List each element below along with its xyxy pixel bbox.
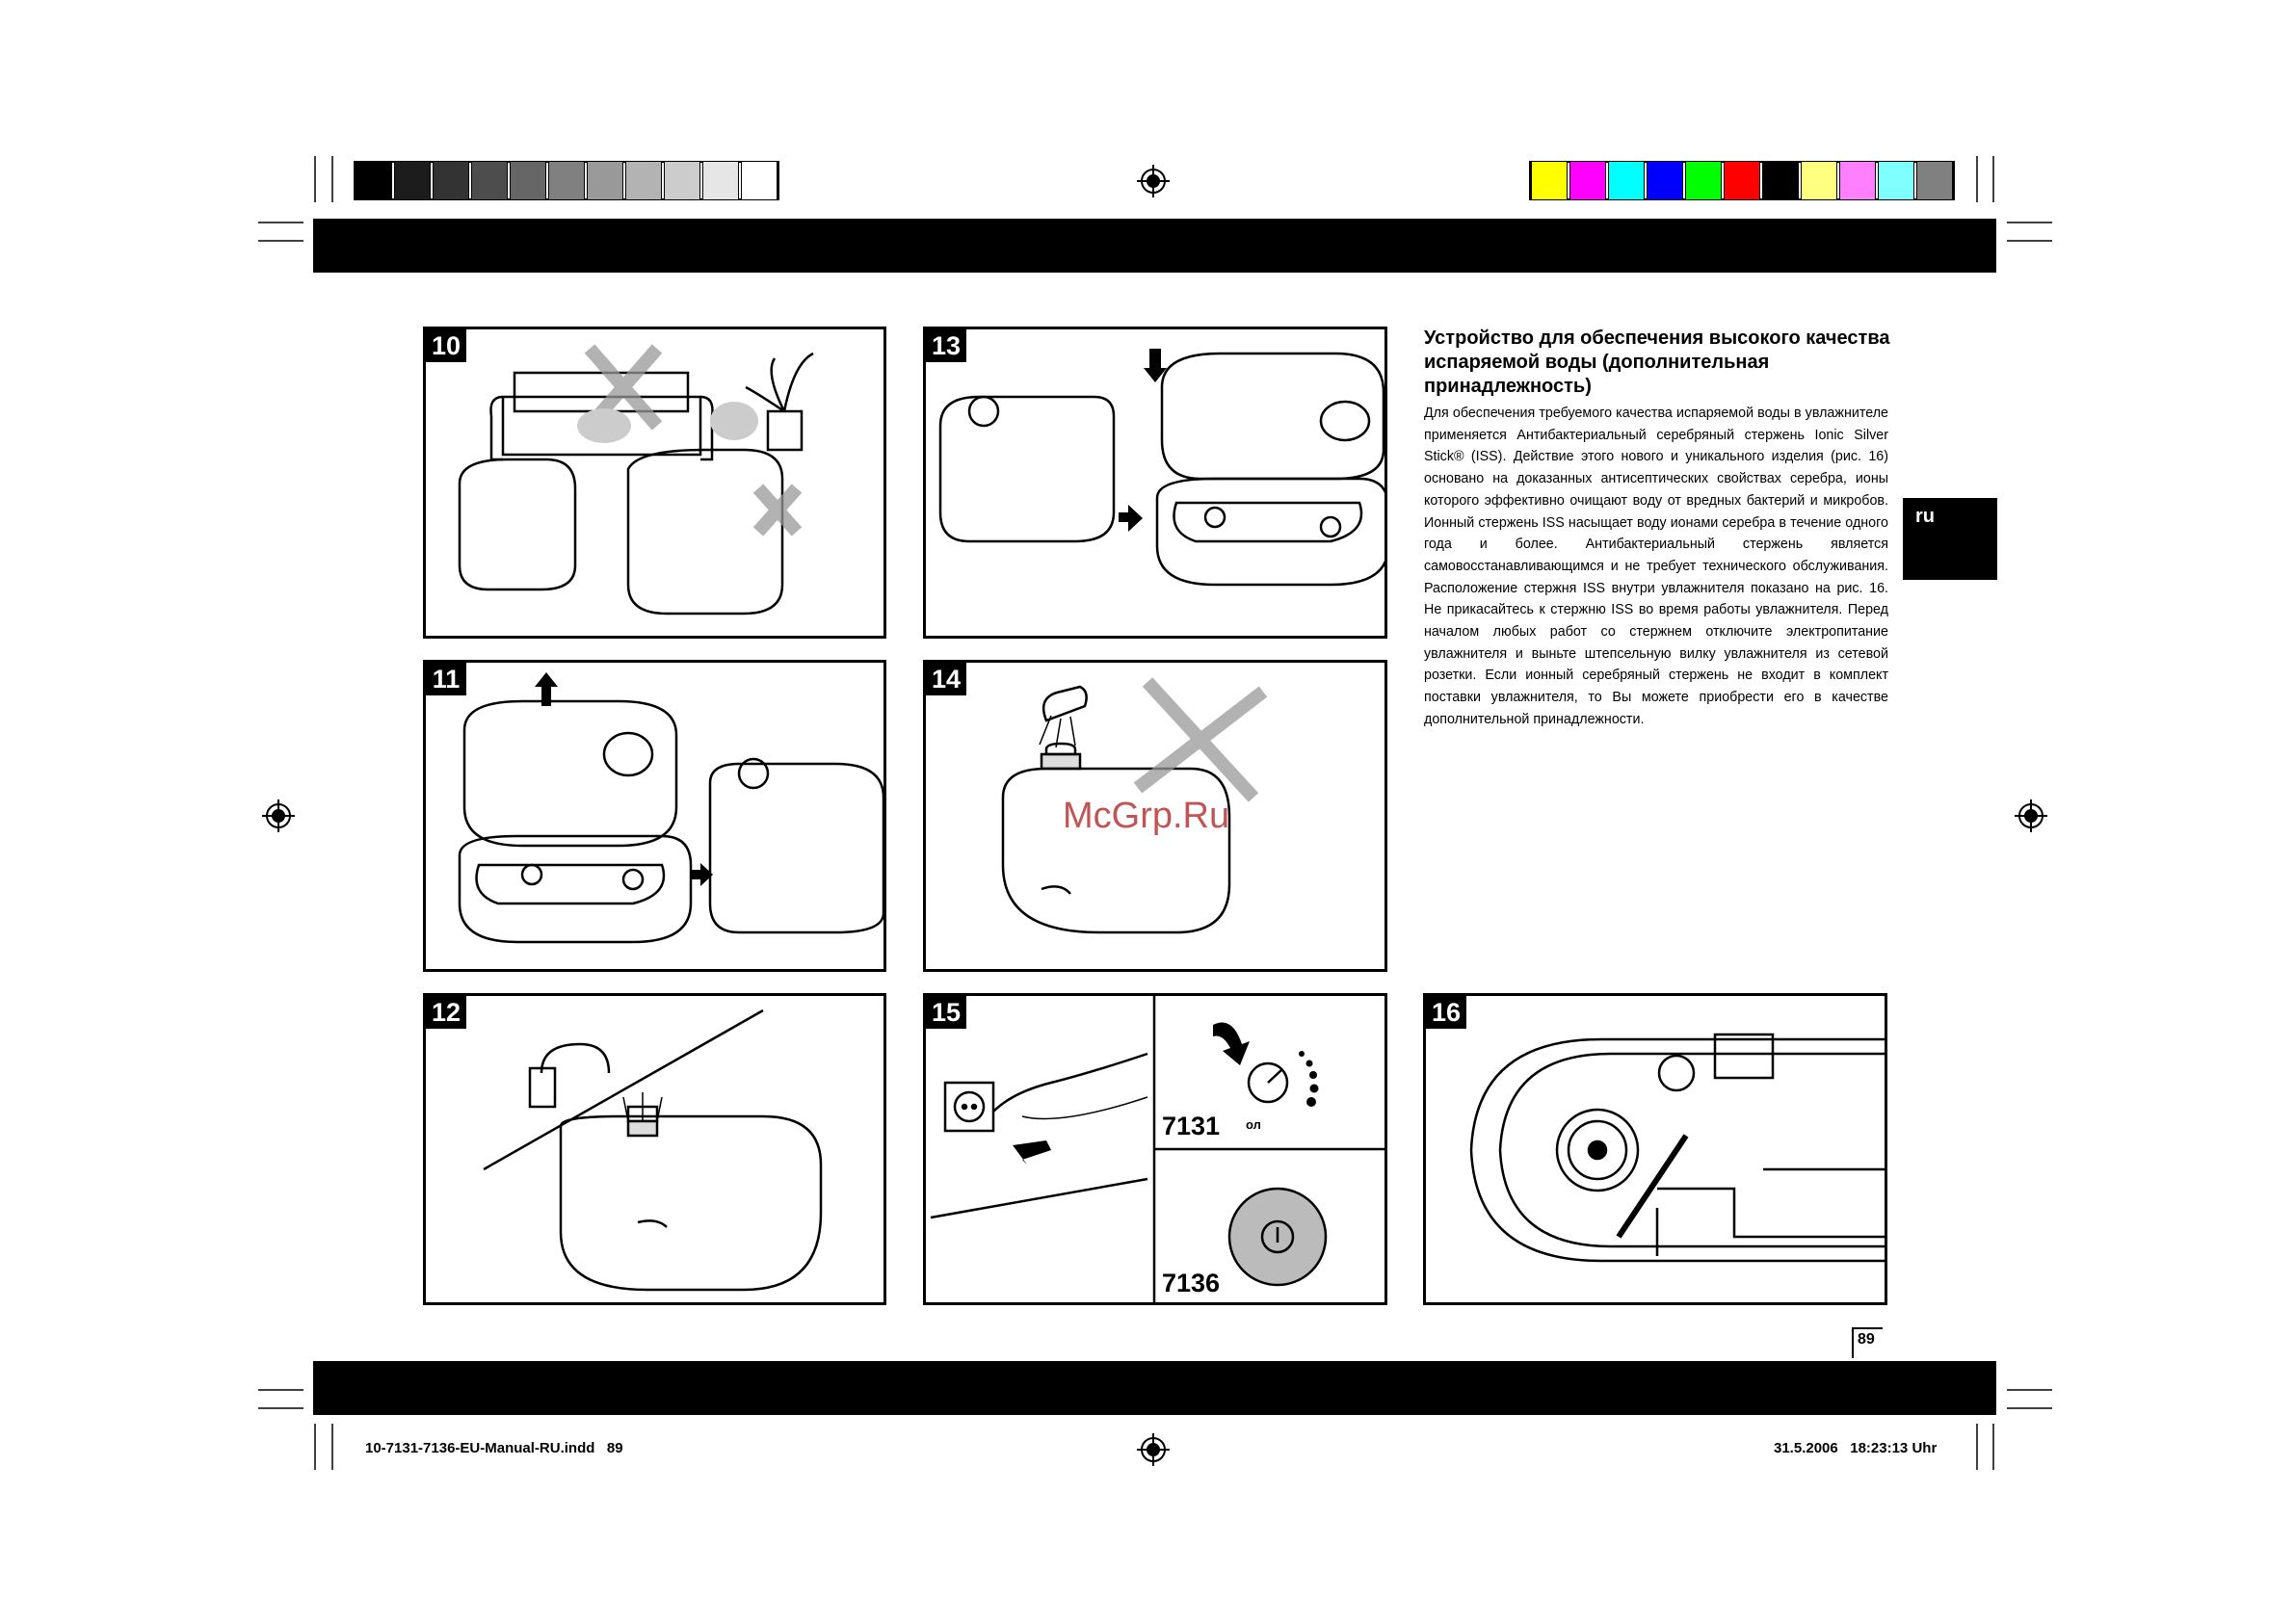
model-7136-label: 7136 <box>1162 1269 1221 1297</box>
figure-12: 12 <box>423 993 886 1305</box>
iss-location-illustration <box>1469 1033 1885 1263</box>
figure-number: 11 <box>426 663 466 695</box>
footer-timestamp: 31.5.2006 18:23:13 Uhr <box>1774 1440 1938 1456</box>
color-swatch <box>625 161 662 200</box>
color-swatch <box>1878 161 1914 200</box>
humidifier-placement-illustration <box>458 344 814 616</box>
color-swatch <box>510 161 546 200</box>
figure-10: 10 <box>423 327 886 639</box>
color-swatch <box>587 161 623 200</box>
figure-number: 16 <box>1426 996 1466 1029</box>
registration-mark-left <box>262 799 295 832</box>
color-swatch <box>1685 161 1722 200</box>
page-number-text: 89 <box>1858 1331 1875 1348</box>
language-tab-label: ru <box>1915 506 1935 527</box>
dial-off-label: ол <box>1246 1117 1261 1132</box>
figure-16: 16 <box>1423 993 1887 1305</box>
filling-tank-at-tap-illustration <box>483 1008 823 1292</box>
section-title: Устройство для обеспечения высокого каче… <box>1424 327 1890 397</box>
figure-number: 10 <box>426 329 466 362</box>
model-7131-label: 7131 <box>1162 1112 1221 1140</box>
color-swatch <box>1916 161 1953 200</box>
color-swatch <box>1647 161 1683 200</box>
bottom-black-band <box>313 1361 1996 1415</box>
registration-mark-right <box>2015 799 2047 832</box>
power-on-illustration <box>930 996 1384 1302</box>
no-additives-illustration <box>1001 677 1268 934</box>
figure-11: 11 <box>423 660 886 972</box>
color-swatch <box>1762 161 1799 200</box>
registration-mark-bottom <box>1137 1433 1170 1466</box>
remove-top-and-tank-illustration <box>458 672 883 944</box>
color-swatch <box>1724 161 1760 200</box>
page-number: 89 <box>1852 1327 1883 1358</box>
top-black-band <box>313 219 1996 273</box>
color-swatch <box>548 161 585 200</box>
language-tab: ru <box>1903 498 1997 580</box>
color-swatch <box>1569 161 1606 200</box>
color-swatch <box>664 161 700 200</box>
footer-filename: 10-7131-7136-EU-Manual-RU.indd 89 <box>365 1440 623 1456</box>
color-swatch <box>471 161 508 200</box>
color-swatch <box>702 161 739 200</box>
color-swatch <box>356 161 392 200</box>
color-swatch <box>1531 161 1568 200</box>
color-swatch <box>394 161 431 200</box>
color-swatch <box>1801 161 1837 200</box>
section-body: Для обеспечения требуемого качества испа… <box>1424 406 1888 727</box>
color-swatch <box>1839 161 1876 200</box>
figure-number: 14 <box>926 663 966 695</box>
figure-14: 14 <box>923 660 1387 972</box>
figure-number: 12 <box>426 996 466 1029</box>
figure-number: 15 <box>926 996 966 1029</box>
figure-13: 13 <box>923 327 1387 639</box>
watermark: McGrp.Ru <box>1063 796 1230 836</box>
color-swatch <box>433 161 469 200</box>
figure-number: 13 <box>926 329 966 362</box>
figure-15: 15 7131 ол 7136 <box>923 993 1387 1305</box>
insert-tank-illustration <box>938 349 1384 587</box>
registration-mark-top <box>1137 165 1170 197</box>
color-swatch <box>1608 161 1645 200</box>
color-swatch <box>741 161 778 200</box>
